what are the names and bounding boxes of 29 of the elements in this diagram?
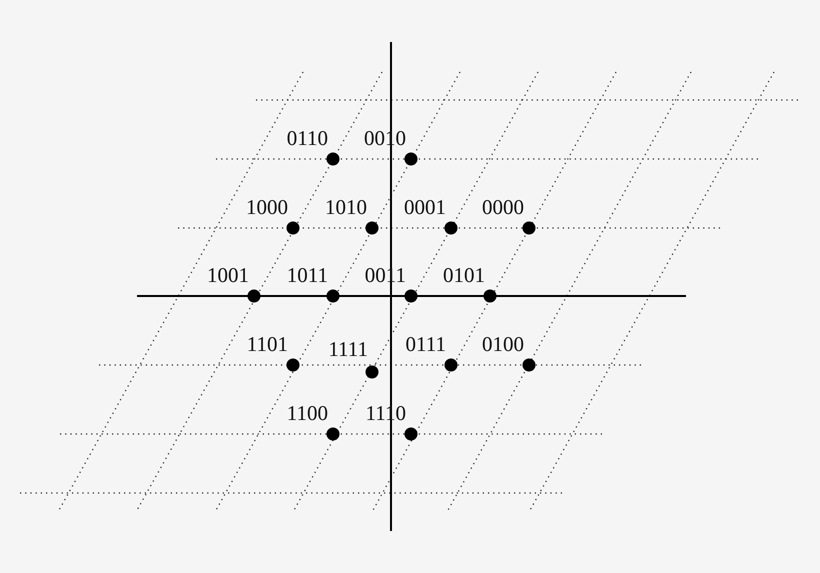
constellation-point xyxy=(404,290,418,302)
constellation-point xyxy=(444,222,458,234)
point-label: 0000 xyxy=(482,196,524,218)
point-label: 0100 xyxy=(482,333,524,355)
point-label: 0001 xyxy=(404,196,446,218)
constellation-point xyxy=(404,152,418,166)
point-label: 1100 xyxy=(286,402,328,424)
constellation-point xyxy=(404,428,418,440)
point-label: 1001 xyxy=(207,264,249,286)
point-label: 0101 xyxy=(443,264,485,286)
constellation-point xyxy=(366,222,378,234)
constellation-point xyxy=(326,428,340,440)
constellation-point xyxy=(522,222,536,234)
constellation-point xyxy=(286,358,300,372)
constellation-point xyxy=(326,152,340,166)
point-label: 0110 xyxy=(286,127,328,149)
point-label: 1111 xyxy=(328,338,368,360)
constellation-point xyxy=(286,222,300,234)
point-label: 1000 xyxy=(246,196,288,218)
point-label: 1010 xyxy=(325,196,367,218)
constellation-point xyxy=(522,358,536,372)
point-label: 1011 xyxy=(286,264,328,286)
constellation-point xyxy=(484,290,496,302)
constellation-point xyxy=(326,290,340,302)
constellation-point xyxy=(444,358,458,372)
point-label: 1101 xyxy=(246,333,288,355)
point-label: 0111 xyxy=(406,333,446,355)
constellation-point xyxy=(366,366,378,378)
constellation-point xyxy=(248,290,260,302)
